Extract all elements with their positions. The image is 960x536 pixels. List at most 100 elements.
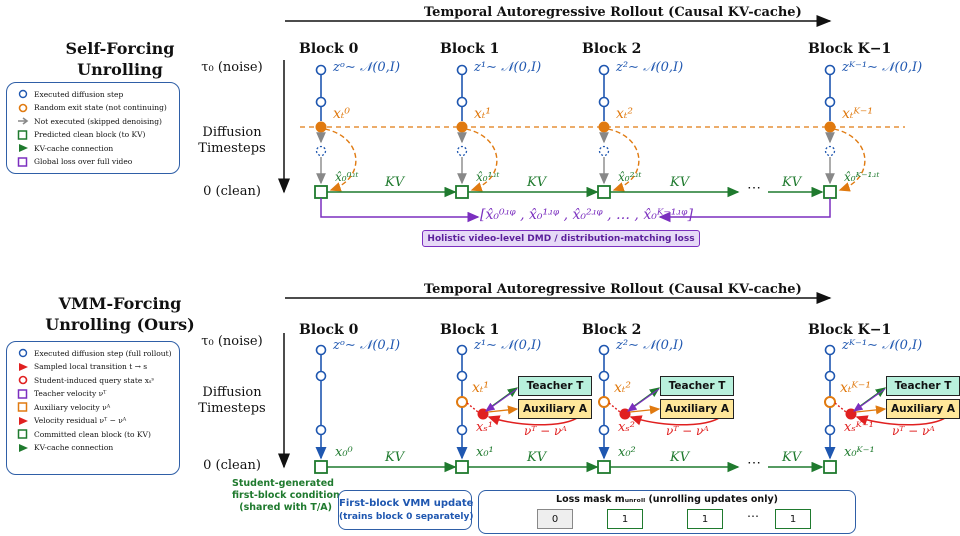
bottom-committed-block-0 [314, 460, 328, 474]
top-legend-row-2: Not executed (skipped denoising) [17, 116, 162, 126]
bottom-executed-step-c-0 [315, 424, 327, 436]
bottom-exit-label-2: xₜ² [614, 380, 631, 396]
top-diffusion-line2: Timesteps [198, 141, 266, 156]
top-jump-arrow-2 [607, 128, 640, 192]
bottom-legend-text-6: Committed clean block (to KV) [34, 429, 151, 439]
loss-mask-box: Loss mask mᵤₙᵣₒₗₗ (unrolling updates onl… [478, 490, 856, 534]
bottom-local-transition-2 [608, 402, 621, 413]
top-executed-step-a-2 [598, 64, 610, 76]
bottom-legend-row-1: Sampled local transition t → s [17, 362, 147, 372]
top-pred-label-1: x̂₀¹ʴᵗ [476, 170, 500, 184]
top-kv-label-2: KV [670, 175, 690, 190]
bottom-legend-text-1: Sampled local transition t → s [34, 362, 148, 371]
bottom-legend-text-5: Velocity residual νᵀ − νᴬ [34, 416, 127, 425]
bottom-exit-state-3 [824, 396, 836, 408]
bottom-executed-step-a-2 [598, 344, 610, 356]
bottom-legend-row-5: Velocity residual νᵀ − νᴬ [17, 416, 126, 426]
bottom-executed-step-c-2 [598, 424, 610, 436]
bottom-to-aux-1 [487, 405, 519, 415]
bottom-legend-row-6: Committed clean block (to KV) [17, 429, 151, 439]
top-pred-label-0: x̂₀⁰ʴᵗ [335, 170, 359, 184]
top-block-title-2: Block 2 [582, 41, 642, 57]
top-jump-arrow-3 [833, 128, 866, 192]
first-block-box: First-block VMM update (trains block 0 s… [338, 490, 474, 530]
top-noise-label-0: zᵒ∼ 𝒩(0,I) [333, 60, 401, 75]
bottom-block-title-2: Block 2 [582, 322, 642, 338]
top-legend-row-3: Predicted clean block (to KV) [17, 129, 145, 140]
top-legend-row-0: Executed diffusion step [17, 89, 123, 99]
bottom-executed-step-a-0 [315, 344, 327, 356]
bottom-query-label-2: xₛ² [618, 420, 635, 435]
top-kv-label-0: KV [385, 175, 405, 190]
top-ellipsis: ⋯ [747, 180, 761, 196]
top-diffusion-line1: Diffusion [202, 125, 262, 140]
bottom-rollout-label: Temporal Autoregressive Rollout (Causal … [424, 282, 802, 297]
bottom-executed-step-b-2 [598, 370, 610, 382]
executed-step-icon [17, 89, 29, 99]
top-skipped-step-2 [598, 145, 610, 157]
top-exit-state-0 [315, 121, 327, 133]
bottom-legend-text-0: Executed diffusion step (full rollout) [34, 348, 172, 358]
bottom-section-title: VMM-Forcing Unrolling (Ours) [40, 293, 200, 335]
top-title-line2: Unrolling [77, 60, 163, 79]
top-exit-label-2: xₜ² [616, 106, 633, 122]
bottom-clean-label-3: x₀ᴷ⁻¹ [844, 445, 875, 460]
bottom-diffusion-label: Diffusion Timesteps [192, 385, 272, 417]
top-pred-block-0 [314, 185, 328, 199]
bottom-legend: Executed diffusion step (full rollout) Sa… [6, 341, 180, 475]
top-legend-row-5: Global loss over full video [17, 156, 133, 167]
top-title-line1: Self-Forcing [65, 39, 175, 58]
bottom-legend-row-3: Teacher velocity νᵀ [17, 388, 106, 399]
top-pred-block-3 [823, 185, 837, 199]
bottom-executed-step-c-3 [824, 424, 836, 436]
transition-arrow-icon [17, 362, 29, 372]
top-pred-label-2: x̂₀²ʴᵗ [618, 170, 642, 184]
mask-cell-3: 1 [775, 509, 811, 529]
bottom-to-aux-3 [855, 405, 887, 415]
bottom-teacher-velocity-1 [485, 388, 518, 412]
top-kv-label-3: KV [782, 175, 802, 190]
top-executed-step-b-1 [456, 96, 468, 108]
residual-arrow-icon [17, 416, 29, 426]
top-block-title-3: Block K−1 [808, 41, 892, 57]
bottom-title-line1: VMM-Forcing [58, 294, 182, 313]
top-legend-row-1: Random exit state (not continuing) [17, 103, 167, 113]
top-executed-step-b-2 [598, 96, 610, 108]
bottom-executed-step-b-3 [824, 370, 836, 382]
mask-cell-1: 1 [607, 509, 643, 529]
top-tau-label: τ₀ (noise) [201, 60, 263, 75]
bottom-executed-step-a-3 [824, 344, 836, 356]
bottom-committed-block-3 [823, 460, 837, 474]
top-executed-step-a-1 [456, 64, 468, 76]
skipped-arrow-icon [17, 116, 29, 126]
top-legend-text-5: Global loss over full video [34, 157, 133, 166]
teacher-velocity-icon [17, 388, 29, 399]
top-legend-text-2: Not executed (skipped denoising) [34, 116, 162, 126]
bottom-block-title-0: Block 0 [299, 322, 359, 338]
global-loss-icon [17, 156, 29, 167]
student-note-line2: first-block condition [232, 490, 340, 501]
aux-box-3: Auxiliary A [886, 399, 960, 419]
bottom-noise-label-2: z²∼ 𝒩(0,I) [616, 338, 684, 353]
teacher-box-1: Teacher T [518, 376, 592, 396]
bottom-residual-label-3: νᵀ − νᴬ [892, 424, 935, 438]
bottom-exit-label-1: xₜ¹ [472, 380, 489, 396]
top-rollout-label: Temporal Autoregressive Rollout (Causal … [424, 5, 802, 20]
top-exit-label-1: xₜ¹ [474, 106, 491, 122]
bottom-kv-label-1: KV [527, 450, 547, 465]
bottom-exit-state-2 [598, 396, 610, 408]
bottom-legend-row-0: Executed diffusion step (full rollout) [17, 348, 172, 358]
bottom-legend-row-2: Student-induced query state xₛˢ [17, 375, 154, 385]
loss-mask-label: Loss mask mᵤₙᵣₒₗₗ (unrolling updates onl… [556, 494, 778, 505]
bottom-clean-label: 0 (clean) [203, 458, 261, 473]
first-block-line2: (trains block 0 separately) [339, 512, 474, 522]
top-jump-arrow-0 [324, 128, 357, 192]
top-noise-label-3: zᴷ⁻¹∼ 𝒩(0,I) [842, 60, 923, 75]
bottom-committed-block-2 [597, 460, 611, 474]
executed-step-icon [17, 348, 29, 358]
top-clean-label: 0 (clean) [203, 184, 261, 199]
top-skipped-step-0 [315, 145, 327, 157]
bottom-clean-label-1: x₀¹ [476, 445, 494, 460]
